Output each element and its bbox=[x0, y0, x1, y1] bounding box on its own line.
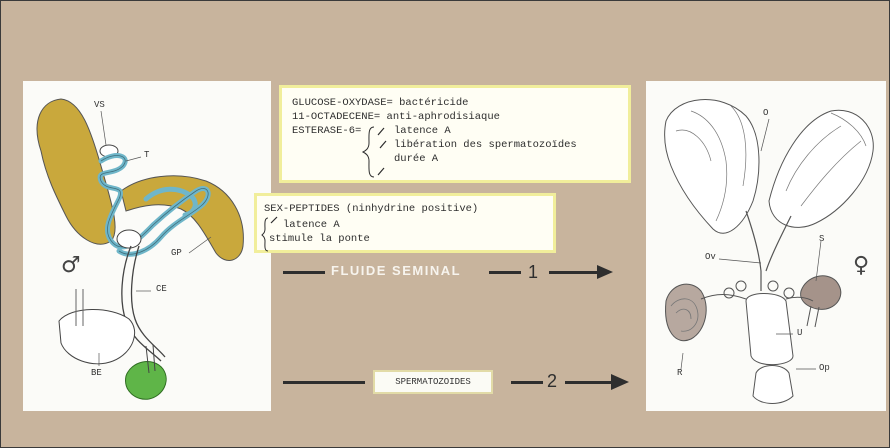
peptides-line-ponte: stimule la ponte bbox=[269, 233, 370, 245]
label-ce: CE bbox=[156, 284, 167, 294]
enzyme-line-esterase: ESTERASE-6= bbox=[292, 125, 362, 137]
esterase-sub-duree: durée A bbox=[394, 153, 439, 165]
label-vs: VS bbox=[94, 100, 105, 110]
label-s: S bbox=[819, 234, 825, 244]
male-symbol: ♂ bbox=[61, 253, 81, 278]
ovary-left bbox=[664, 99, 760, 234]
arrow2-line-right bbox=[565, 381, 611, 384]
sex-peptides-box: SEX-PEPTIDES (ninhydrine positive) laten… bbox=[254, 193, 556, 253]
label-gp: GP bbox=[171, 248, 182, 258]
female-symbol: ♀ bbox=[853, 253, 870, 278]
label-ov: Ov bbox=[705, 252, 716, 262]
arrow2-label-tag: SPERMATOZOIDES bbox=[373, 370, 493, 394]
enzyme-box: GLUCOSE-OXYDASE= bactéricide 11-OCTADECE… bbox=[279, 85, 631, 183]
label-be: BE bbox=[91, 368, 102, 378]
arrow1-line-right bbox=[549, 271, 597, 274]
ejaculatory-bulb bbox=[58, 309, 135, 365]
esterase-sub-liberation: libération des spermatozoïdes bbox=[394, 139, 577, 151]
enzyme-line-octadecene: 11-OCTADECENE= anti-aphrodisiaque bbox=[292, 111, 500, 123]
arrow1-line-left bbox=[283, 271, 325, 274]
peptides-brace bbox=[261, 216, 278, 252]
seminal-receptacle bbox=[665, 283, 707, 342]
label-o: O bbox=[763, 108, 769, 118]
label-op: Op bbox=[819, 363, 830, 373]
esterase-brace bbox=[361, 126, 387, 178]
enzyme-line-glucose: GLUCOSE-OXYDASE= bactéricide bbox=[292, 97, 469, 109]
vas-junction bbox=[116, 229, 142, 249]
arrow1-line-mid bbox=[489, 271, 521, 274]
esterase-sub-latence: latence A bbox=[394, 125, 451, 137]
ovary-right bbox=[768, 109, 874, 228]
label-r: R bbox=[677, 368, 683, 378]
label-u: U bbox=[797, 328, 803, 338]
peptides-line-title: SEX-PEPTIDES (ninhydrine positive) bbox=[264, 203, 479, 215]
arrow1-number: 1 bbox=[528, 262, 539, 282]
arrow2-label: SPERMATOZOIDES bbox=[395, 377, 471, 387]
peptides-line-latence: latence A bbox=[283, 219, 340, 231]
arrow2-number: 2 bbox=[547, 371, 558, 391]
arrow2-line-left bbox=[283, 381, 365, 384]
label-t: T bbox=[144, 150, 150, 160]
uterus bbox=[745, 293, 794, 366]
arrow1-label: FLUIDE SEMINAL bbox=[331, 263, 462, 278]
oviduct bbox=[745, 210, 792, 291]
arrow2-line-mid bbox=[511, 381, 543, 384]
